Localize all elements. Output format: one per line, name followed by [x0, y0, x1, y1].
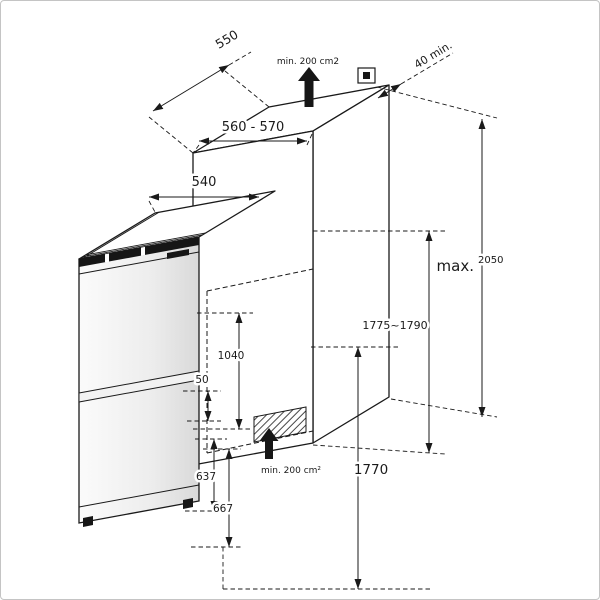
door-divider-band [78, 370, 200, 403]
dim-label-niche-width: 560 - 570 [222, 120, 285, 135]
dim-gap-50: 50 [183, 372, 221, 422]
dim-label-depth-550: 550 [213, 27, 241, 52]
bottom-airflow-arrow-icon [259, 428, 279, 459]
trim-tick [105, 253, 109, 263]
dim-label-max-2050: 2050 [478, 255, 503, 266]
extension-lines [148, 51, 270, 154]
dimension-line [152, 64, 230, 112]
dim-label-rear-gap: 40 min. [412, 39, 454, 72]
top-airflow-arrow-icon [298, 67, 320, 107]
dimension-line [377, 83, 402, 99]
dim-appliance-width: 540 [148, 173, 274, 213]
niche-cabinet [192, 84, 390, 466]
dim-label-50: 50 [195, 374, 208, 386]
dim-label-1770: 1770 [354, 462, 388, 478]
appliance-front-face [78, 236, 200, 524]
extension-lines [400, 52, 454, 85]
dim-label-637: 637 [196, 471, 216, 483]
extension-lines [376, 86, 498, 418]
dim-label-appliance-width: 540 [192, 175, 217, 190]
dim-label-1040: 1040 [218, 350, 245, 362]
top-vent-label: min. 200 cm2 [277, 57, 339, 67]
niche-side-face [312, 84, 390, 444]
plinth-line [78, 484, 200, 508]
dim-freezer-637: 637 [185, 438, 227, 512]
dim-niche-width: 560 - 570 [192, 118, 314, 154]
bottom-vent-label: min. 200 cm² [261, 466, 321, 476]
niche-hidden-edges [206, 268, 314, 454]
extension-lines [183, 390, 221, 422]
extension-lines [148, 191, 274, 213]
vent-outlet-inner [363, 72, 370, 79]
appliance-fridge-freezer [78, 190, 276, 527]
dim-label-niche-height: 1775~1790 [362, 319, 427, 332]
dim-max-height-2050: max. 2050 [376, 86, 506, 418]
extension-lines [192, 131, 314, 154]
extension-lines [193, 312, 253, 430]
appliance-foot [183, 498, 193, 509]
ventilation-indicators: min. 200 cm2 min. 200 cm² [259, 57, 376, 476]
dim-label-max-prefix: max. [437, 257, 474, 275]
dim-lower-667: 667 [191, 448, 243, 548]
dim-appliance-height-1770: 1770 [222, 346, 431, 590]
appliance-control-block [167, 249, 189, 259]
dim-fridge-1040: 1040 [193, 312, 253, 430]
trim-tick [141, 246, 145, 256]
dim-label-667: 667 [213, 503, 233, 515]
dim-niche-height: 1775~1790 [312, 230, 446, 455]
appliance-top-inset-lines [81, 211, 207, 259]
extension-lines [191, 448, 243, 548]
appliance-foot [83, 516, 93, 527]
